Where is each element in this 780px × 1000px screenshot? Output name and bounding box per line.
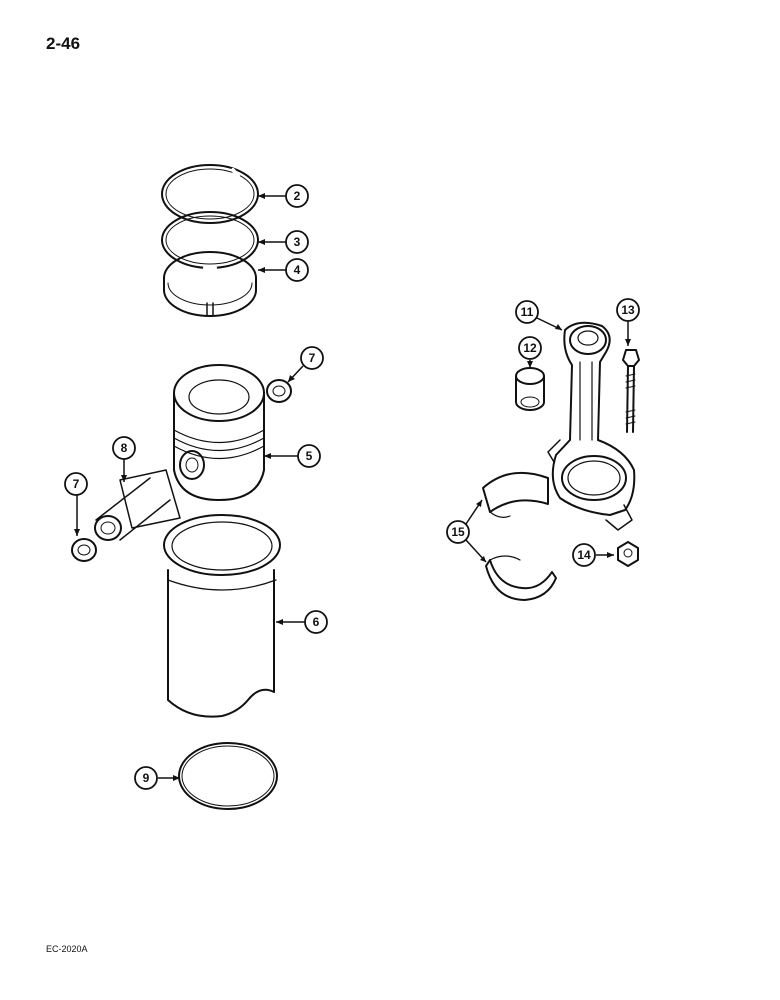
arrowhead	[480, 556, 486, 562]
rod-nut	[617, 541, 639, 567]
bearing-shell-upper	[482, 471, 549, 518]
o-ring	[178, 742, 278, 810]
piston-ring-second	[161, 211, 259, 270]
callout-12: 12	[523, 341, 537, 355]
callout-circle	[300, 346, 324, 370]
arrowhead	[258, 239, 265, 245]
arrowhead	[476, 500, 482, 507]
arrowhead	[264, 453, 271, 459]
arrowhead	[74, 529, 80, 536]
callout-7-left: 7	[73, 477, 80, 491]
bushing	[515, 367, 545, 411]
callout-circle	[285, 258, 309, 282]
callout-circle	[285, 184, 309, 208]
callout-circle	[446, 520, 470, 544]
callout-circle	[515, 300, 539, 324]
callout-circle	[64, 472, 88, 496]
callout-2: 2	[294, 189, 301, 203]
callout-5: 5	[306, 449, 313, 463]
figure-code: EC-2020A	[46, 944, 88, 954]
arrowhead	[607, 552, 614, 558]
callout-circle	[297, 444, 321, 468]
piston-pin	[94, 469, 181, 541]
callout-13: 13	[621, 303, 635, 317]
connecting-rod	[547, 321, 636, 531]
arrowhead	[121, 475, 127, 482]
arrowhead	[555, 324, 562, 330]
callout-8: 8	[121, 441, 128, 455]
bearing-shell-lower	[485, 555, 557, 601]
callout-7-right: 7	[309, 351, 316, 365]
callout-4: 4	[294, 263, 301, 277]
callout-circle	[112, 436, 136, 460]
callout-circle	[304, 610, 328, 634]
arrowhead	[258, 193, 265, 199]
piston	[173, 364, 265, 501]
rod-bolt	[622, 349, 640, 433]
callout-circle	[134, 766, 158, 790]
snap-ring-right	[266, 379, 292, 403]
callout-9: 9	[143, 771, 150, 785]
callout-6: 6	[313, 615, 320, 629]
arrowhead	[527, 361, 533, 368]
page-number: 2-46	[46, 34, 81, 53]
callout-3: 3	[294, 235, 301, 249]
arrowhead	[276, 619, 283, 625]
snap-ring-left	[71, 538, 97, 562]
callout-circle	[518, 336, 542, 360]
cylinder-sleeve	[163, 514, 281, 718]
callout-circle	[572, 543, 596, 567]
arrowhead	[625, 339, 631, 346]
callout-circle	[616, 298, 640, 322]
arrowhead	[258, 267, 265, 273]
callout-14: 14	[577, 548, 591, 562]
piston-ring-top	[161, 164, 259, 224]
arrowhead	[288, 375, 295, 382]
callout-circle	[285, 230, 309, 254]
arrowhead	[173, 775, 180, 781]
piston-ring-oil	[163, 251, 257, 317]
callout-15: 15	[451, 525, 465, 539]
callout-11: 11	[521, 305, 534, 319]
